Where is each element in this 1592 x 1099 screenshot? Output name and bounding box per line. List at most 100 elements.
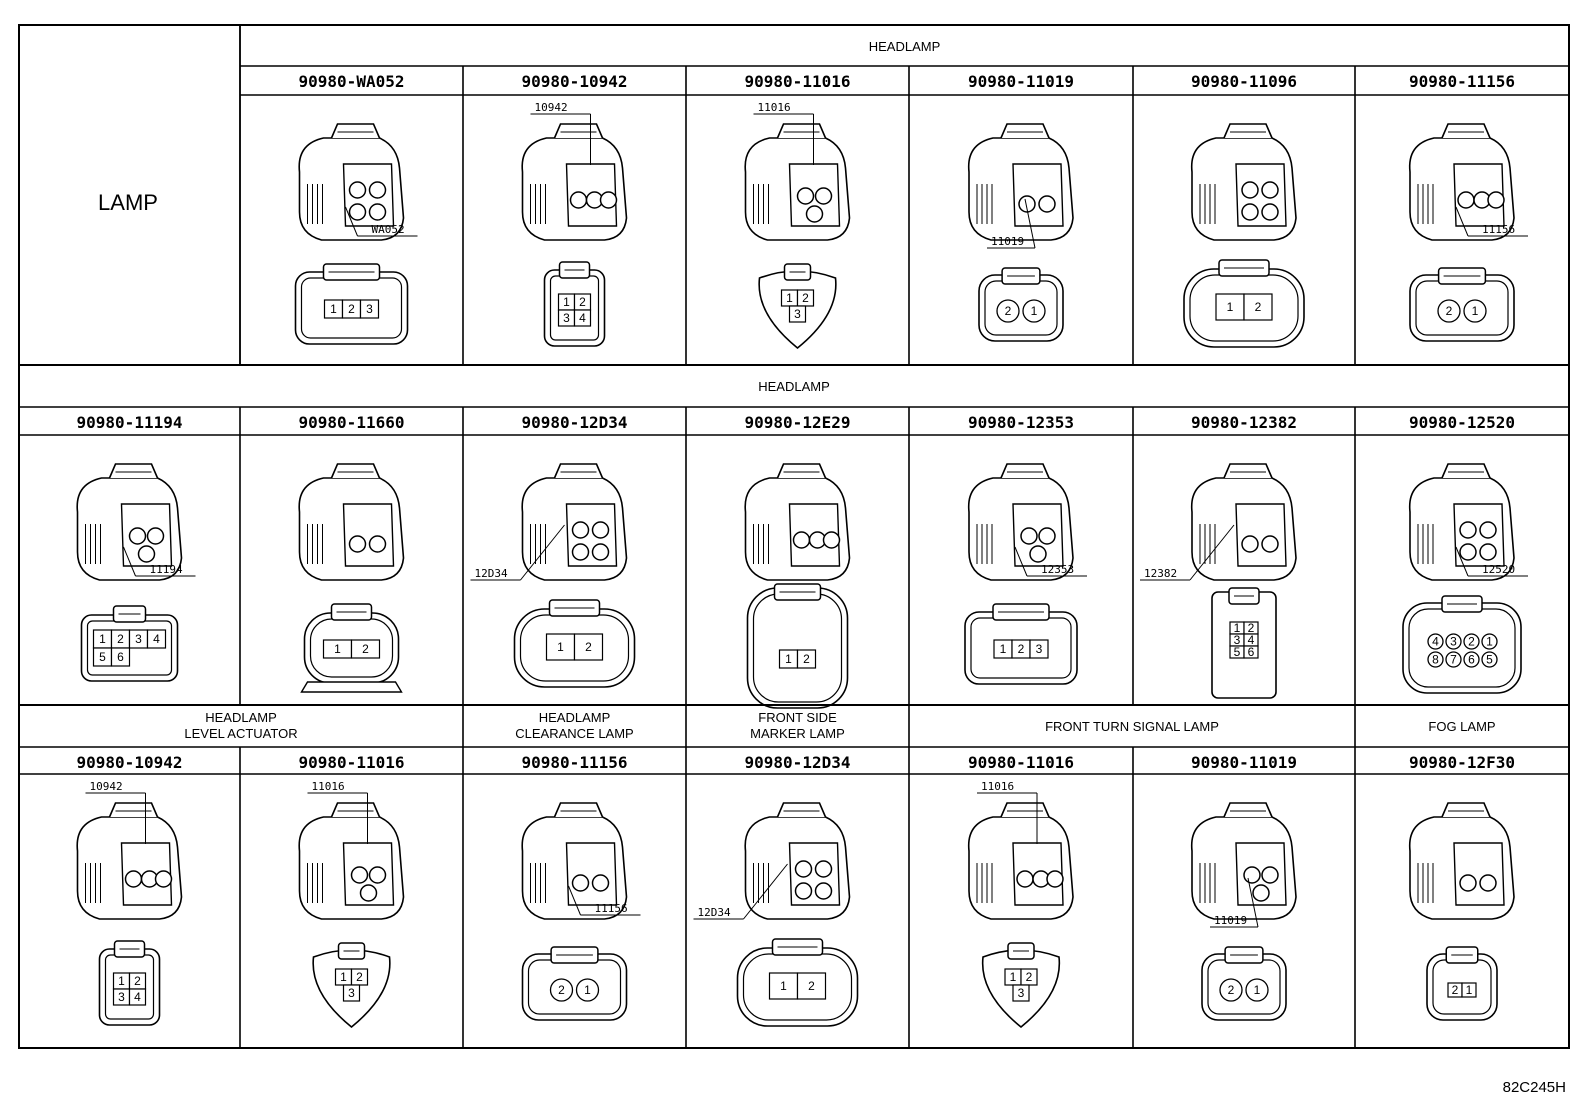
connector-housing-drawing	[298, 802, 405, 920]
pin-number: 6	[117, 650, 124, 664]
terminal-hole	[591, 543, 610, 561]
lamp-label: LAMP	[98, 190, 158, 215]
pin-number: 5	[99, 650, 106, 664]
callout-label: 12382	[1144, 567, 1177, 580]
pin-cavity	[342, 984, 361, 1002]
section-label: HEADLAMP	[539, 710, 611, 725]
pin-number: 3	[1450, 635, 1457, 649]
terminal-hole	[1241, 181, 1259, 199]
terminal-hole	[599, 191, 618, 209]
pin-number: 5	[1234, 645, 1241, 659]
pin-cavity	[1022, 299, 1046, 323]
terminal-hole	[796, 187, 815, 205]
pin-number: 5	[1486, 653, 1493, 667]
section-label: HEADLAMP	[758, 379, 830, 394]
section-label-line2: MARKER LAMP	[750, 726, 845, 741]
terminal-hole	[591, 521, 610, 539]
terminal-hole	[1457, 191, 1475, 209]
housing-latch	[776, 123, 827, 139]
callout-label: 12353	[1041, 563, 1074, 576]
part-number: 90980-WA052	[299, 72, 405, 91]
pin-number: 1	[118, 974, 125, 988]
part-number: 90980-11156	[522, 753, 628, 772]
pin-number: 1	[1234, 621, 1241, 635]
pin-number: 2	[802, 291, 809, 305]
part-number: 90980-11016	[299, 753, 405, 772]
terminal-hole	[814, 187, 833, 205]
terminal-hole	[1459, 543, 1477, 561]
pin-cavity	[128, 988, 147, 1006]
callout-label: 12520	[1482, 563, 1515, 576]
callout-leader	[345, 206, 358, 237]
terminal-hole	[1016, 870, 1034, 888]
terminal-hole	[1261, 203, 1279, 221]
pin-number: 1	[584, 983, 591, 997]
pin-number: 1	[99, 632, 106, 646]
housing-latch	[553, 123, 604, 139]
terminal-hole	[1459, 521, 1477, 539]
face-outline	[1402, 602, 1522, 694]
pin-number: 2	[348, 302, 355, 316]
housing-latch	[108, 802, 159, 818]
connector-housing-drawing	[744, 463, 851, 581]
pin-number: 1	[786, 291, 793, 305]
terminal-hole	[569, 191, 588, 209]
terminal-hole	[137, 545, 156, 563]
housing-face	[342, 503, 395, 567]
callout: 10942	[85, 780, 146, 844]
callout-label: 11156	[1482, 223, 1515, 236]
terminal-hole	[1479, 521, 1497, 539]
pin-cavity	[796, 972, 827, 1000]
section-label-line2: CLEARANCE LAMP	[515, 726, 633, 741]
pin-number: 3	[118, 990, 125, 1004]
callout: 12382	[1140, 524, 1235, 581]
callout-leader	[1455, 206, 1469, 237]
part-number: 90980-10942	[77, 753, 183, 772]
callout-label: 11016	[981, 780, 1014, 793]
housing-latch	[1441, 123, 1491, 139]
terminal-hole	[146, 527, 165, 545]
housing-face	[120, 503, 173, 567]
pin-cavity	[1245, 978, 1269, 1002]
pin-cavity	[1243, 645, 1259, 659]
pin-cavity	[1445, 651, 1462, 668]
callout: 11194	[123, 546, 196, 577]
part-number: 90980-11660	[299, 413, 405, 432]
terminal-hole	[350, 866, 369, 884]
pin-number: 1	[557, 640, 564, 654]
terminal-hole	[359, 884, 378, 902]
part-number: 90980-11194	[77, 413, 183, 432]
pin-number: 1	[330, 302, 337, 316]
pin-cavity	[996, 299, 1020, 323]
callout-leader	[1247, 877, 1259, 928]
section-label-line2: LEVEL ACTUATOR	[184, 726, 297, 741]
callout-label: 11156	[595, 902, 628, 915]
housing-latch	[1223, 123, 1273, 139]
pin-cavity	[110, 647, 131, 667]
part-number: 90980-12D34	[522, 413, 628, 432]
pin-cavity	[1463, 633, 1480, 650]
section-label: FOG LAMP	[1428, 719, 1495, 734]
connector-housing-drawing	[521, 463, 628, 581]
pin-number: 1	[1227, 300, 1234, 314]
pin-cavity	[1427, 633, 1444, 650]
part-number: 90980-12382	[1191, 413, 1297, 432]
terminal-hole	[1241, 535, 1259, 553]
pin-cavity	[1463, 651, 1480, 668]
pin-number: 2	[1255, 300, 1262, 314]
pin-number: 2	[1005, 304, 1012, 318]
terminal-hole	[822, 531, 841, 549]
